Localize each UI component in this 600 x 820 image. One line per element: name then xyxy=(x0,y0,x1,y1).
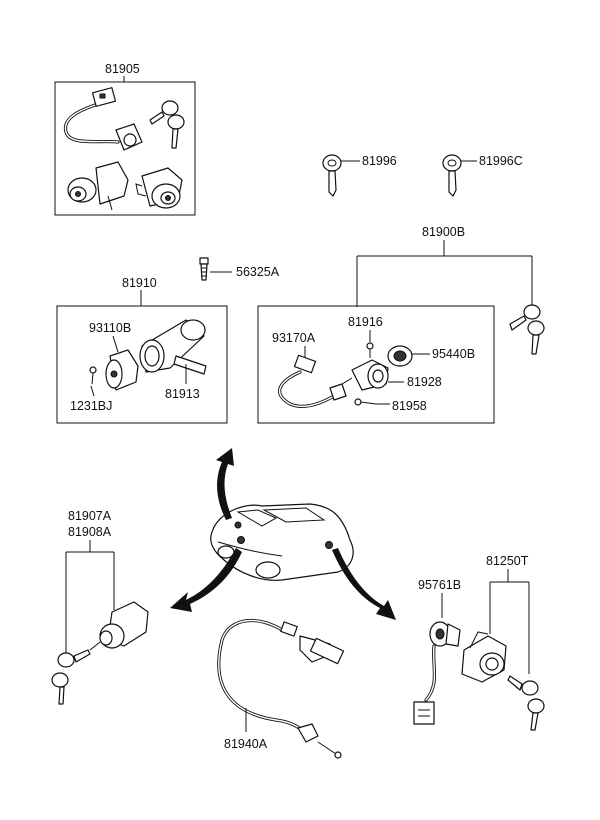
switch-95761B xyxy=(413,621,461,725)
box-door-lock xyxy=(257,305,495,424)
door-lock-cylinder xyxy=(135,167,183,209)
label-93170A: 93170A xyxy=(272,331,316,345)
door-lock-cable xyxy=(278,354,347,409)
screw-81916 xyxy=(366,342,374,358)
ignition-switch-body xyxy=(105,349,139,391)
screw-1231BJ xyxy=(89,366,97,397)
label-81916: 81916 xyxy=(348,315,383,329)
group-81250T: 81250T xyxy=(461,554,545,731)
label-95440B: 95440B xyxy=(432,347,475,361)
door-lock-81907A xyxy=(89,601,149,651)
label-81908A: 81908A xyxy=(68,525,112,539)
car-illustration xyxy=(210,503,354,581)
label-81910: 81910 xyxy=(122,276,157,290)
cable-81940A: 81940A xyxy=(217,618,345,759)
label-81958: 81958 xyxy=(392,399,427,413)
ignition-lock-cylinder xyxy=(67,161,129,211)
callout-arrows xyxy=(170,448,396,620)
label-81940A: 81940A xyxy=(224,737,268,751)
key-81996C: 81996C xyxy=(442,154,523,197)
label-81250T: 81250T xyxy=(486,554,529,568)
label-95761B: 95761B xyxy=(418,578,461,592)
key-pair-icon-81250T xyxy=(507,675,545,731)
key-pair-icon-81900B xyxy=(509,304,545,355)
label-1231BJ: 1231BJ xyxy=(70,399,112,413)
group-81900B: 81900B xyxy=(356,225,545,355)
screw-56325A: 56325A xyxy=(199,257,280,281)
screw-81958 xyxy=(354,398,377,406)
label-81996: 81996 xyxy=(362,154,397,168)
group-81905: 81905 xyxy=(54,62,196,216)
box-door-lock-assy: 93170A 81916 81928 95440B xyxy=(257,305,495,424)
key-81996: 81996 xyxy=(322,154,397,197)
box-81910 xyxy=(56,305,228,424)
label-81996C: 81996C xyxy=(479,154,523,168)
key-pair-icon xyxy=(149,100,185,149)
ignition-switch-cable xyxy=(63,87,143,151)
door-lock-cylinder-81928 xyxy=(341,359,389,391)
key-pair-icon-81907A xyxy=(51,649,91,705)
box-81905 xyxy=(54,81,196,216)
label-93110B: 93110B xyxy=(89,321,131,335)
cap-95440B xyxy=(387,345,413,367)
trunk-lock-81250T xyxy=(461,631,507,683)
group-95761B: 95761B xyxy=(413,578,461,725)
group-81910: 81910 93110B 1231BJ 81913 xyxy=(56,276,228,424)
label-81913: 81913 xyxy=(165,387,200,401)
label-81905: 81905 xyxy=(105,62,140,76)
label-56325A: 56325A xyxy=(236,265,280,279)
label-81900B: 81900B xyxy=(422,225,465,239)
label-81928: 81928 xyxy=(407,375,442,389)
label-81907A: 81907A xyxy=(68,509,112,523)
group-81907A-81908A: 81907A 81908A xyxy=(51,509,149,705)
lock-housing-81913 xyxy=(139,319,207,375)
